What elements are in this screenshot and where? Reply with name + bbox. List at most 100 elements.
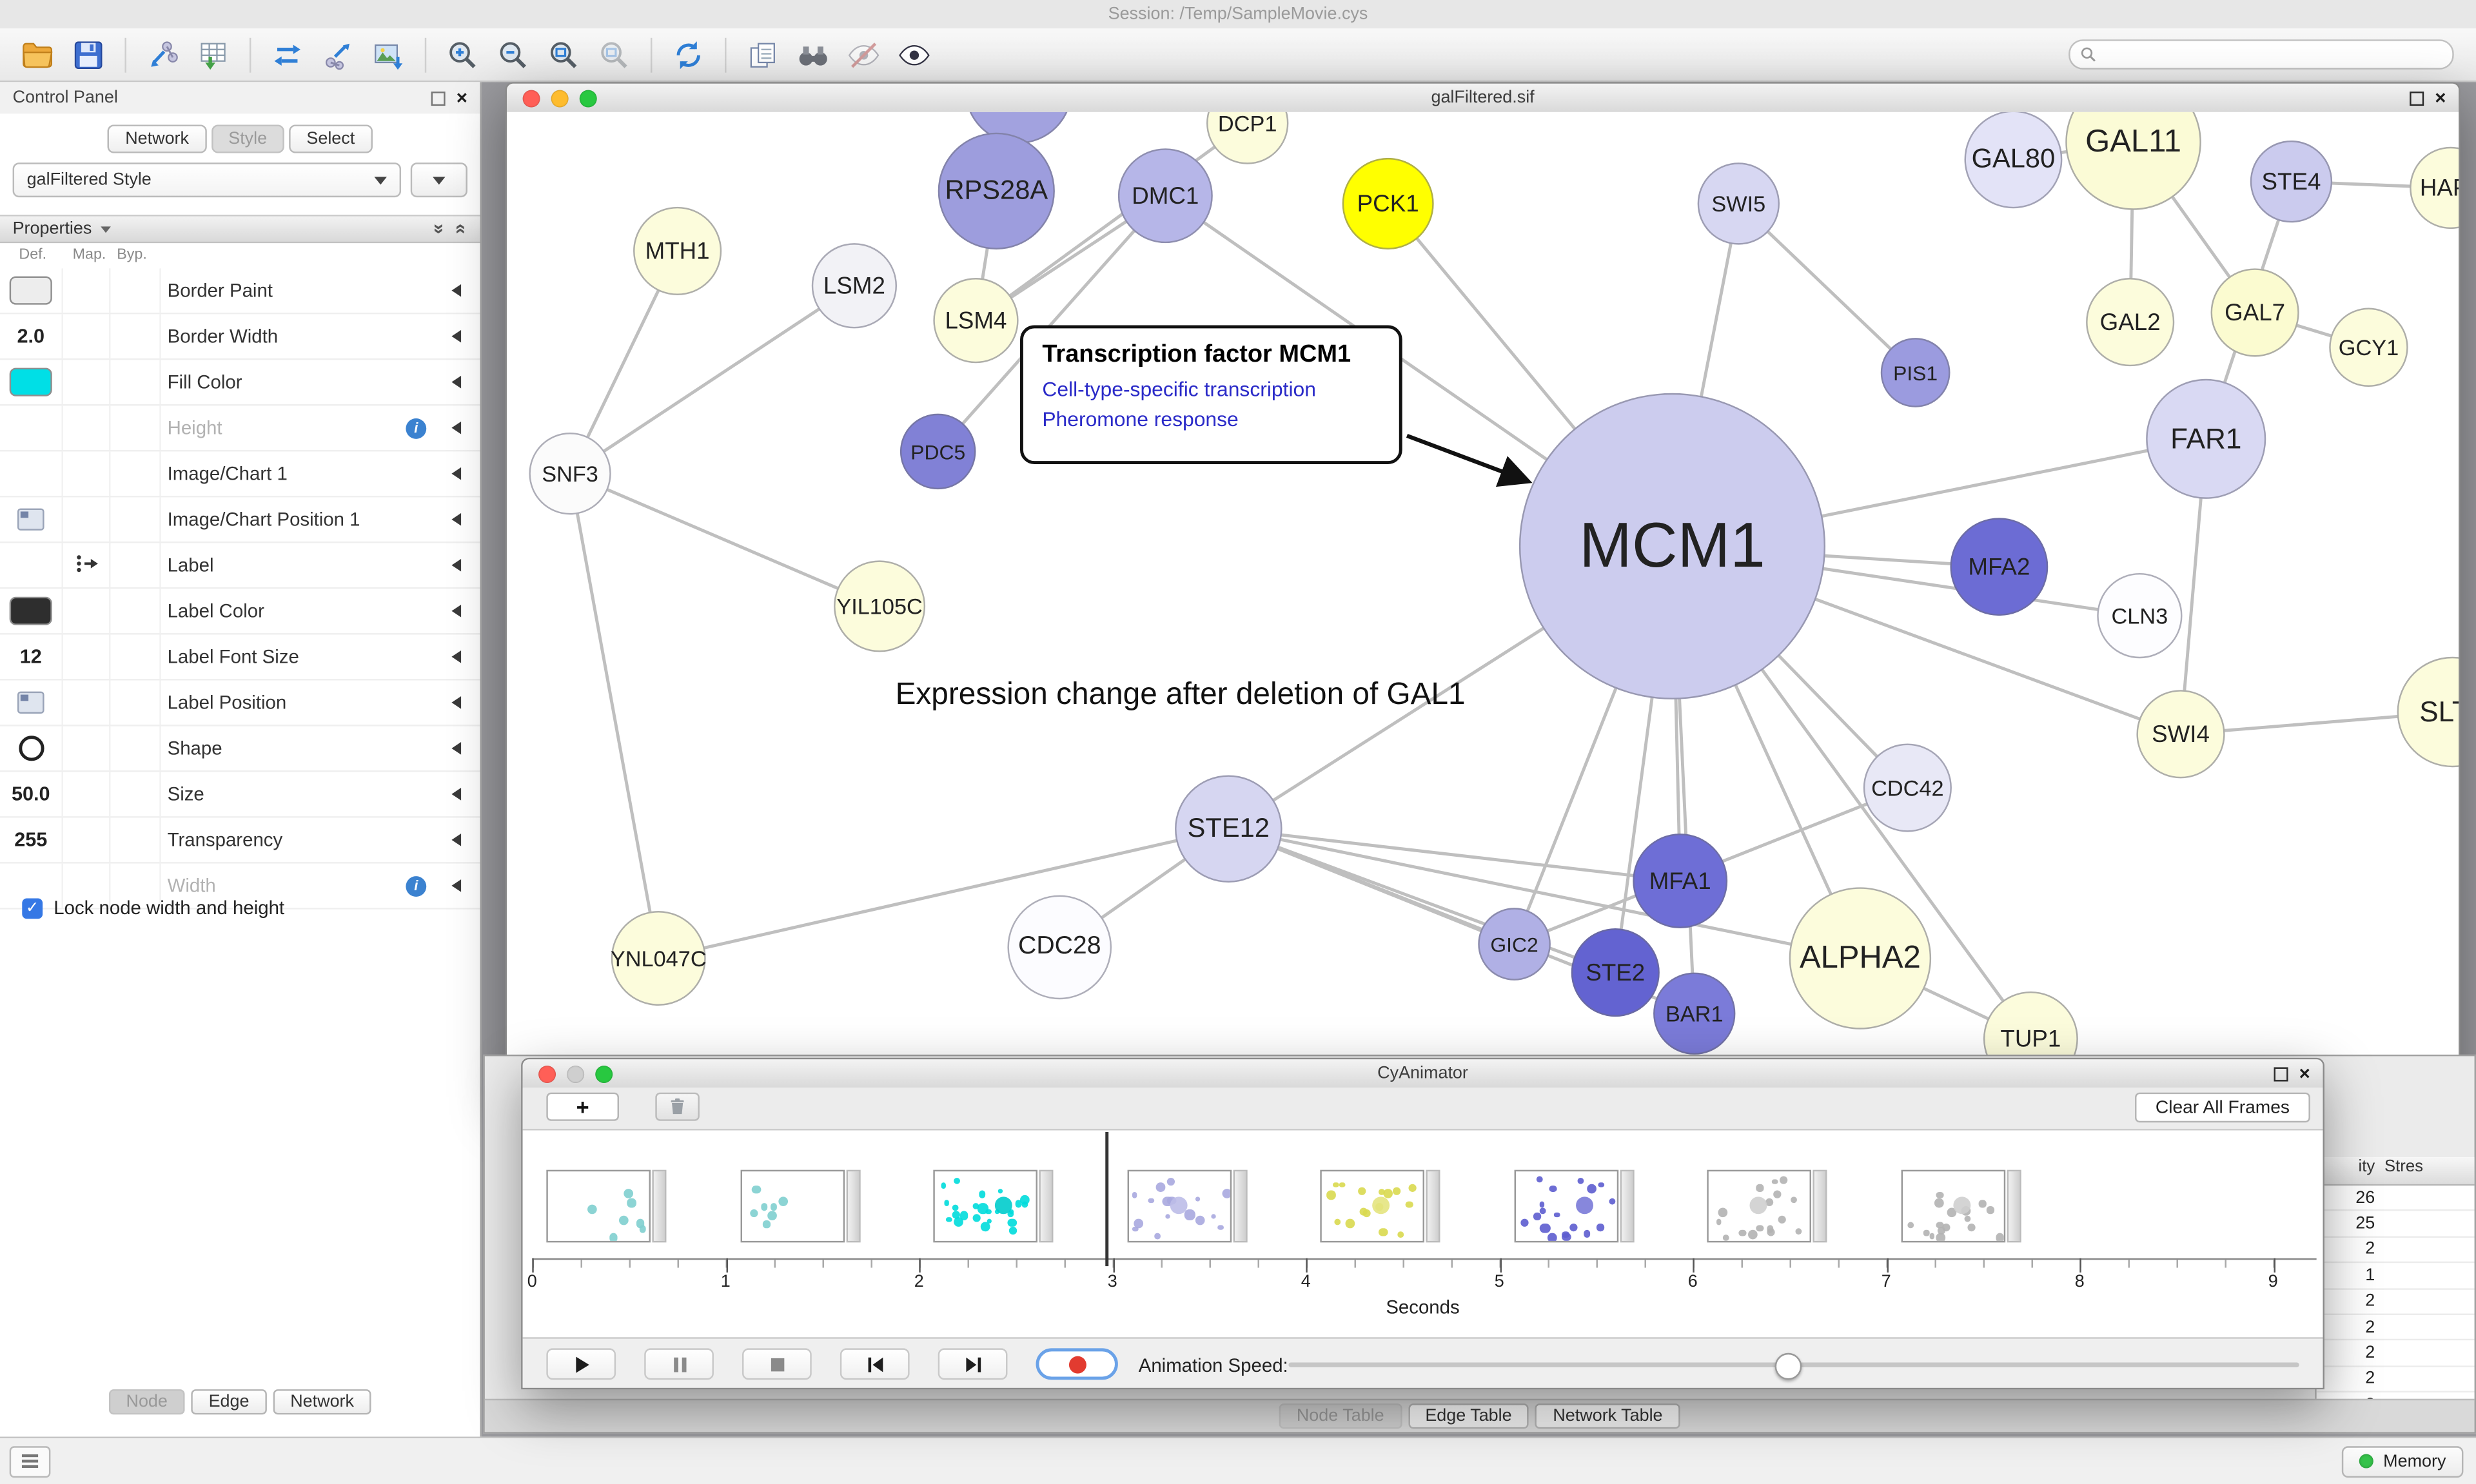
close-icon[interactable]: × bbox=[2435, 90, 2446, 106]
network-node-swi5[interactable]: SWI5 bbox=[1698, 162, 1780, 244]
table-row[interactable]: 1 bbox=[2317, 1264, 2475, 1289]
table-header-row[interactable]: ity Stres bbox=[2317, 1157, 2475, 1186]
expand-arrow-icon[interactable] bbox=[451, 834, 461, 846]
hide-selected-button[interactable] bbox=[838, 32, 889, 77]
lock-size-row[interactable]: ✓ Lock node width and height bbox=[22, 897, 284, 919]
pause-button[interactable] bbox=[644, 1348, 714, 1380]
bypass-cell[interactable] bbox=[110, 314, 161, 358]
bypass-cell[interactable] bbox=[110, 772, 161, 817]
delete-frame-button[interactable] bbox=[655, 1093, 700, 1121]
default-value-cell[interactable] bbox=[0, 543, 63, 587]
network-window-titlebar[interactable]: galFiltered.sif × bbox=[507, 84, 2459, 114]
default-value-cell[interactable] bbox=[0, 451, 63, 496]
expand-arrow-icon[interactable] bbox=[451, 650, 461, 663]
animation-speed-slider[interactable] bbox=[1288, 1362, 2299, 1367]
default-value-cell[interactable]: 2.0 bbox=[0, 314, 63, 358]
close-traffic-light[interactable] bbox=[523, 89, 540, 106]
frame-scrollbar[interactable] bbox=[845, 1170, 860, 1243]
play-button[interactable] bbox=[546, 1348, 616, 1380]
expand-arrow-icon[interactable] bbox=[451, 605, 461, 618]
bypass-cell[interactable] bbox=[110, 451, 161, 496]
import-table-button[interactable] bbox=[188, 32, 238, 77]
skip-to-end-button[interactable] bbox=[938, 1348, 1008, 1380]
network-edge[interactable] bbox=[658, 829, 1228, 959]
collapse-all-icon[interactable]: » bbox=[431, 224, 446, 234]
mapping-cell[interactable] bbox=[63, 314, 110, 358]
timeline-ruler[interactable] bbox=[532, 1258, 2316, 1268]
maximize-icon[interactable] bbox=[2274, 1066, 2288, 1080]
mapping-cell[interactable] bbox=[63, 360, 110, 404]
minimize-traffic-light[interactable] bbox=[567, 1065, 584, 1082]
export-network-button[interactable] bbox=[313, 32, 363, 77]
table-column-header[interactable]: Stres bbox=[2380, 1157, 2475, 1184]
property-row[interactable]: Image/Chart Position 1 bbox=[0, 497, 480, 543]
table-row[interactable]: 25 bbox=[2317, 1211, 2475, 1237]
animation-frame[interactable] bbox=[1513, 1170, 1618, 1243]
expand-arrow-icon[interactable] bbox=[451, 879, 461, 892]
table-row[interactable]: 2 bbox=[2317, 1315, 2475, 1341]
mapping-cell[interactable] bbox=[63, 727, 110, 771]
zoom-in-button[interactable] bbox=[437, 32, 487, 77]
network-node-alpha2[interactable]: ALPHA2 bbox=[1789, 887, 1931, 1029]
cyanimator-titlebar[interactable]: CyAnimator × bbox=[523, 1059, 2323, 1089]
network-node-mfa1[interactable]: MFA1 bbox=[1633, 834, 1727, 928]
default-value-cell[interactable]: 255 bbox=[0, 818, 63, 863]
table-row[interactable]: 2 bbox=[2317, 1367, 2475, 1392]
memory-button[interactable]: Memory bbox=[2342, 1445, 2463, 1477]
network-node-pis1[interactable]: PIS1 bbox=[1881, 338, 1950, 407]
zoom-selected-button[interactable] bbox=[589, 32, 639, 77]
maximize-icon[interactable] bbox=[2410, 91, 2424, 105]
save-session-button[interactable] bbox=[63, 32, 113, 77]
record-button[interactable] bbox=[1036, 1348, 1118, 1380]
property-row[interactable]: Label bbox=[0, 543, 480, 589]
float-window-icon[interactable] bbox=[431, 91, 446, 105]
frame-scrollbar[interactable] bbox=[652, 1170, 666, 1243]
property-row[interactable]: Fill Color bbox=[0, 360, 480, 405]
expand-arrow-icon[interactable] bbox=[451, 788, 461, 801]
bypass-cell[interactable] bbox=[110, 818, 161, 863]
checkbox-checked-icon[interactable]: ✓ bbox=[22, 897, 43, 918]
network-canvas[interactable]: RPS28BRPS28ADMC1DCP1PCK1SWI5GAL11GAL80ST… bbox=[507, 112, 2459, 1094]
expand-arrow-icon[interactable] bbox=[451, 330, 461, 343]
expand-arrow-icon[interactable] bbox=[451, 422, 461, 434]
frame-scrollbar[interactable] bbox=[2006, 1170, 2020, 1243]
expand-arrow-icon[interactable] bbox=[451, 742, 461, 755]
bypass-cell[interactable] bbox=[110, 634, 161, 679]
mapping-cell[interactable] bbox=[63, 543, 110, 587]
search-input[interactable] bbox=[2097, 42, 2452, 67]
animation-frame[interactable] bbox=[546, 1170, 651, 1243]
property-row[interactable]: 2.0Border Width bbox=[0, 314, 480, 360]
network-node-cdc42[interactable]: CDC42 bbox=[1863, 743, 1952, 832]
bypass-cell[interactable] bbox=[110, 268, 161, 313]
network-node-ynl047c[interactable]: YNL047C bbox=[611, 911, 706, 1006]
first-neighbors-button[interactable] bbox=[788, 32, 838, 77]
tab-edge[interactable]: Edge bbox=[192, 1389, 267, 1414]
search-box[interactable] bbox=[2068, 39, 2454, 70]
network-node-gal7[interactable]: GAL7 bbox=[2211, 268, 2299, 356]
tab-style[interactable]: Style bbox=[211, 124, 284, 153]
animation-frame[interactable] bbox=[740, 1170, 844, 1243]
network-node-gic2[interactable]: GIC2 bbox=[1478, 908, 1551, 981]
bypass-cell[interactable] bbox=[110, 497, 161, 542]
mapping-cell[interactable] bbox=[63, 589, 110, 633]
bypass-cell[interactable] bbox=[110, 681, 161, 725]
zoom-traffic-light[interactable] bbox=[595, 1065, 613, 1082]
network-edge[interactable] bbox=[570, 474, 658, 959]
mapping-cell[interactable] bbox=[63, 268, 110, 313]
style-options-button[interactable] bbox=[411, 162, 467, 197]
tab-node[interactable]: Node bbox=[109, 1389, 185, 1414]
network-node-mfa2[interactable]: MFA2 bbox=[1950, 518, 2048, 616]
mapping-cell[interactable] bbox=[63, 681, 110, 725]
property-row[interactable]: Heighti bbox=[0, 405, 480, 451]
network-node-gcy1[interactable]: GCY1 bbox=[2329, 308, 2408, 387]
table-row[interactable]: 2 bbox=[2317, 1289, 2475, 1315]
table-panel-toggle-button[interactable] bbox=[10, 1445, 51, 1477]
zoom-fit-button[interactable] bbox=[538, 32, 589, 77]
network-node-snf3[interactable]: SNF3 bbox=[529, 433, 611, 514]
network-node-ste12[interactable]: STE12 bbox=[1175, 775, 1282, 883]
network-node-pdc5[interactable]: PDC5 bbox=[900, 414, 976, 490]
skip-to-start-button[interactable] bbox=[840, 1348, 910, 1380]
property-row[interactable]: 255Transparency bbox=[0, 818, 480, 864]
table-row[interactable]: 26 bbox=[2317, 1186, 2475, 1211]
property-row[interactable]: 50.0Size bbox=[0, 772, 480, 818]
